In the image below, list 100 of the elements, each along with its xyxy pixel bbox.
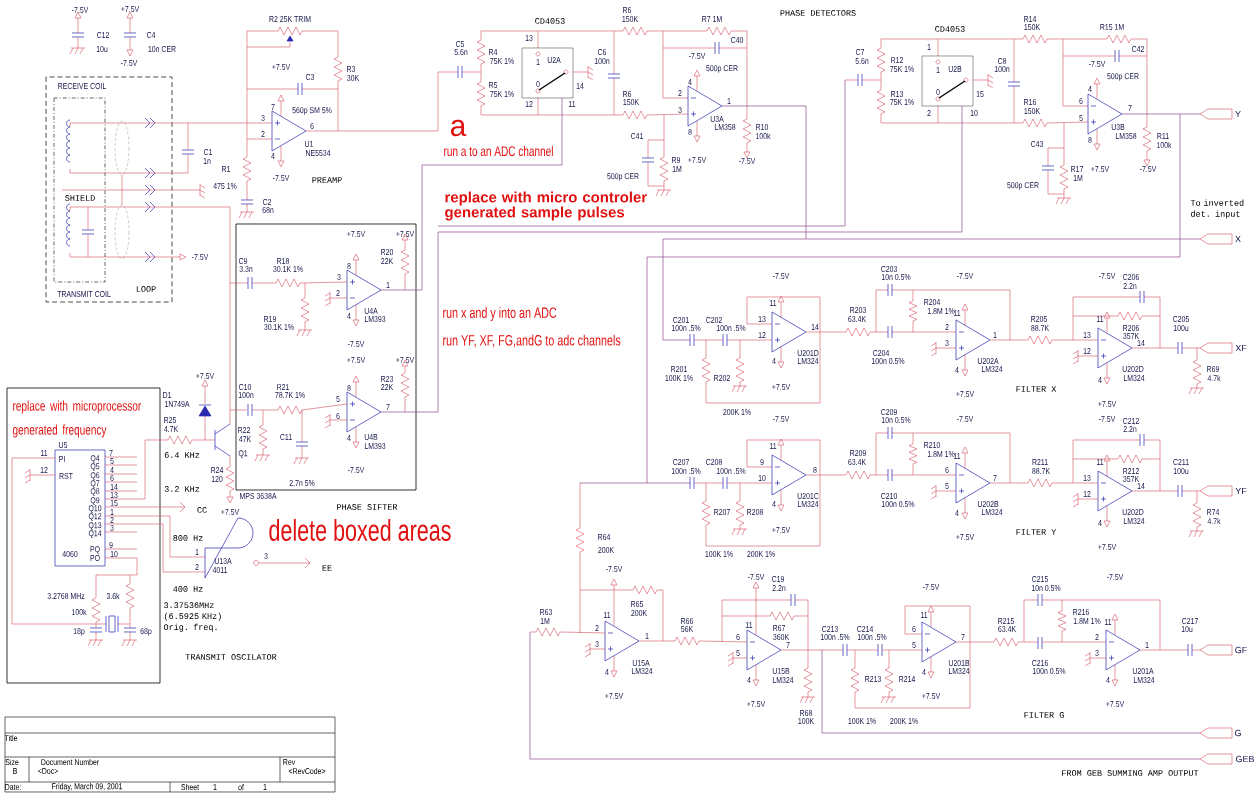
component-label: Q10 [88, 505, 102, 513]
component-label: U13A [214, 558, 232, 564]
component-label: 10n 0.5% [1031, 585, 1061, 591]
annotation-note: run x and y into an ADC [443, 307, 557, 321]
component-label: 100k [1157, 141, 1172, 149]
signal-label: YF [1235, 487, 1247, 495]
annotation-note: replace with microprocessor generated frequency [12, 400, 142, 438]
component-label: 100n [994, 66, 1010, 72]
pin-number: 5 [336, 396, 340, 402]
pin-number: 13 [110, 492, 118, 498]
component-label: 500p CER [1007, 182, 1039, 190]
pin-number: 6 [945, 467, 949, 473]
component-label: Q5 [90, 463, 100, 471]
component-label: 5.6n [855, 58, 869, 64]
pin-number: 10 [758, 475, 766, 481]
component-label: LM324 [631, 668, 653, 674]
component-label: 5.6n [454, 49, 468, 55]
voltage-label: +7.5V [922, 693, 941, 699]
voltage-label: -7.5V [1107, 574, 1124, 580]
pin-number: 11 [953, 453, 961, 459]
component-label: U201D [797, 350, 819, 356]
pin-number: 4 [1088, 86, 1092, 92]
component-label: C11 [280, 434, 292, 440]
annotation-note: delete boxed areas [269, 519, 451, 541]
component-label: 1.8M 1% [927, 308, 955, 314]
component-label: C217 [1182, 618, 1198, 624]
component-label: 100n .5% [820, 634, 850, 640]
pin-number: 0 [936, 89, 940, 95]
component-label: C43 [1031, 141, 1044, 147]
pin-number: 1 [195, 549, 199, 555]
component-label: R65 [631, 601, 644, 607]
pin-number: 4 [922, 669, 926, 675]
pin-number: 1 [727, 98, 731, 104]
component-label: R74 [1207, 509, 1220, 515]
component-label: C203 [881, 266, 897, 272]
component-label: R9 [672, 157, 681, 163]
component-label: U1 [305, 141, 314, 147]
component-label: 30.1K 1% [273, 266, 303, 272]
component-label: C213 [822, 626, 838, 632]
component-label: R6 [623, 7, 632, 13]
component-label: C204 [873, 350, 890, 356]
component-label: RST [59, 473, 73, 479]
signal-label: EE [322, 565, 332, 571]
component-label: C212 [1123, 418, 1139, 424]
component-label: R204 [924, 299, 941, 305]
pin-number: 6 [310, 123, 314, 129]
component-label: 200K [598, 547, 615, 553]
pin-number: 15 [110, 500, 118, 506]
component-label: U202B [977, 501, 999, 507]
pin-number: 11 [603, 612, 611, 618]
voltage-label: -7.5V [348, 467, 365, 473]
title-block-text: Sheet [181, 783, 199, 791]
component-label: C201 [673, 317, 689, 323]
voltage-label: -7.5V [739, 158, 756, 164]
component-label: 3.2768 MHz [47, 593, 85, 599]
component-label: 56K [681, 626, 694, 632]
component-label: U4A [364, 308, 378, 314]
voltage-label: -7.5V [1099, 273, 1116, 279]
component-label: R24 [211, 467, 224, 473]
component-label: 100n .5% [671, 468, 701, 474]
component-label: U4B [364, 434, 378, 440]
voltage-label: -7.5V [121, 60, 138, 66]
component-label: LM324 [981, 366, 1003, 372]
pin-number: 6 [736, 634, 740, 640]
pin-number: 1 [645, 633, 649, 639]
component-label: 2.2n [1123, 426, 1137, 432]
voltage-label: +7.5V [1106, 701, 1125, 707]
pin-number: 7 [109, 450, 113, 456]
component-label: LM324 [797, 501, 819, 507]
pin-number: 12 [758, 332, 766, 338]
component-label: 30K [347, 75, 360, 81]
pin-number: 8 [688, 129, 692, 135]
component-label: C42 [1132, 46, 1144, 52]
component-label: D1 [163, 392, 172, 398]
voltage-label: +7.5V [1098, 401, 1117, 407]
component-label: 1n [203, 158, 211, 164]
component-label: 75K 1% [490, 58, 514, 64]
component-label: 100k [72, 608, 87, 616]
pin-number: 1 [936, 67, 940, 73]
component-label: Q9 [90, 497, 100, 505]
voltage-label: -7.5V [1099, 416, 1116, 422]
pin-number: 3 [261, 115, 265, 121]
component-label: C8 [997, 58, 1007, 64]
pin-number: 1 [1145, 642, 1149, 648]
component-label: C19 [772, 576, 785, 582]
voltage-label: -7.5V [957, 416, 974, 422]
pin-number: 8 [347, 263, 351, 269]
voltage-label: +7.5V [196, 373, 215, 379]
component-label: LM324 [772, 677, 794, 683]
component-label: R21 [277, 384, 290, 390]
section-title: CD4053 [535, 18, 565, 24]
component-label: 100n 0.5% [871, 358, 905, 364]
component-label: R206 [1123, 325, 1139, 331]
component-label: LM324 [1123, 518, 1145, 524]
pin-number: 7 [786, 642, 790, 648]
voltage-label: +7.5V [121, 6, 140, 12]
voltage-label: +7.5V [396, 357, 415, 363]
pin-number: 8 [813, 467, 817, 473]
voltage-label: -7.5V [748, 574, 765, 580]
title-block-text: Rev [283, 759, 296, 765]
